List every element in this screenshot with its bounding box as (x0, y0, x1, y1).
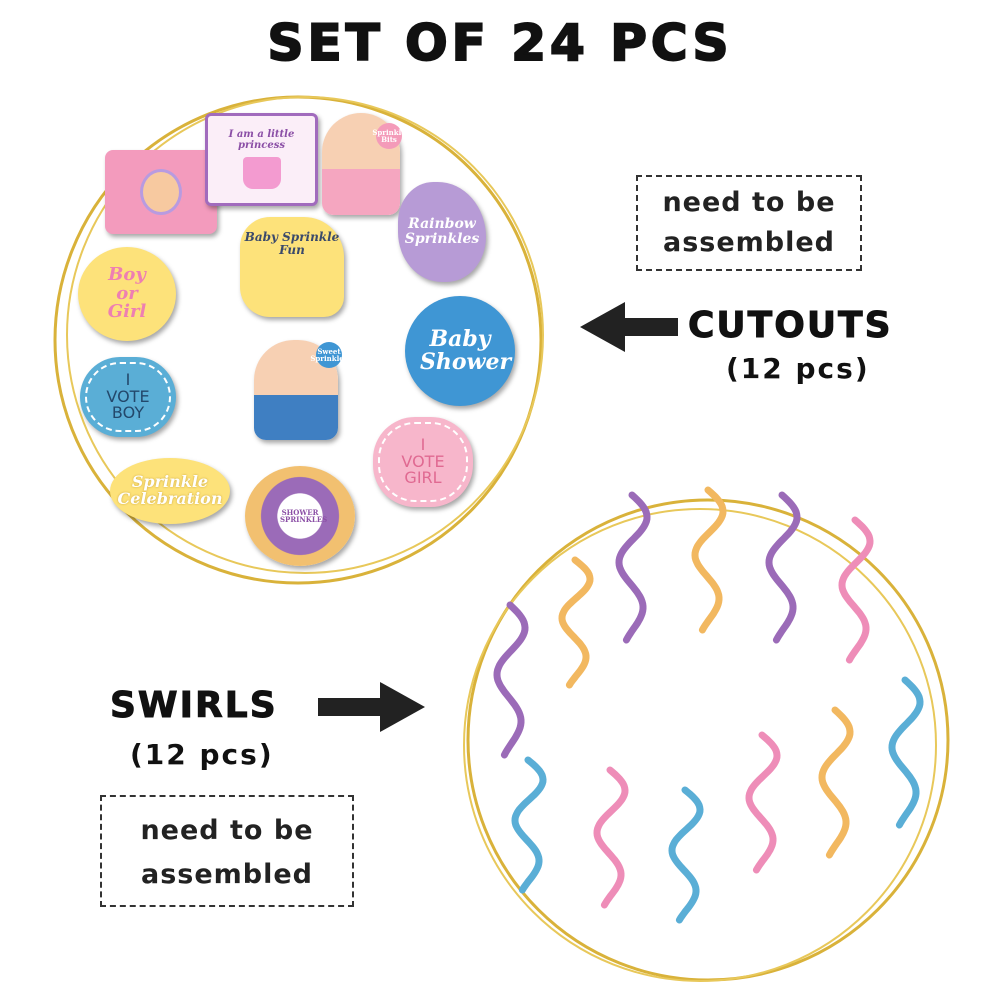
baby-shower-cutout: Baby Shower (405, 296, 515, 406)
rainbow-sprinkles-cutout: Rainbow Sprinkles (398, 182, 486, 282)
cutout-text: Baby Shower (420, 325, 512, 375)
swirl (838, 516, 874, 664)
swirls-assembly-note: need to be assembled (100, 795, 354, 907)
swirl (593, 766, 629, 909)
swirls-label: SWIRLS (110, 685, 278, 727)
sprinkle-celebration-cutout: Sprinkle Celebration (110, 458, 230, 524)
stroller-cutout (105, 150, 217, 234)
boy-cupcake-cutout: Sweet Sprinkles (254, 340, 348, 440)
shower-sprinkles-donut-cutout: SHOWER SPRINKLES (245, 466, 355, 566)
swirl (745, 731, 781, 874)
swirl (668, 786, 704, 924)
i-vote-boy-cutout: I VOTE BOY (80, 357, 176, 437)
note-line: assembled (140, 859, 314, 890)
arrow-left-icon (580, 302, 678, 352)
cutouts-assembly-note: need to be assembled (636, 175, 862, 271)
cutout-text: Boy or Girl (107, 263, 147, 323)
cutout-text: Sprinkle Celebration (117, 472, 223, 508)
baby-icon (140, 169, 182, 215)
note-line: assembled (662, 227, 836, 258)
page-title: SET OF 24 PCS (266, 13, 733, 73)
swirl (493, 601, 529, 759)
swirl (691, 486, 727, 634)
swirl (765, 491, 801, 644)
swirl (888, 676, 924, 829)
gold-ring (66, 96, 544, 574)
cutouts-label: CUTOUTS (688, 305, 893, 347)
baby-sprinkle-fun-cutout: Baby Sprinkle Fun (240, 217, 344, 317)
note-line: need to be (140, 815, 314, 846)
cutouts-count: (12 pcs) (726, 352, 870, 385)
swirl (511, 756, 547, 894)
cutout-text: I am a little princess (228, 129, 295, 151)
princess-cutout: I am a little princess (205, 113, 318, 206)
cutout-badge: Sweet Sprinkles (310, 342, 348, 368)
boy-or-girl-cutout: Boy or Girl (78, 247, 176, 341)
gold-ring (463, 508, 937, 982)
cutout-text: Baby Sprinkle Fun (244, 230, 340, 257)
cupcake-icon (242, 157, 281, 189)
swirl (615, 491, 651, 644)
swirls-group (493, 486, 924, 924)
cutout-text: SHOWER SPRINKLES (280, 507, 328, 524)
swirl (558, 556, 594, 689)
note-line: need to be (662, 187, 836, 218)
i-vote-girl-cutout: I VOTE GIRL (373, 417, 473, 507)
cutout-badge: Sprinkle Bits (372, 123, 406, 149)
cutout-text: I VOTE GIRL (401, 434, 445, 488)
arrow-right-icon (318, 682, 425, 732)
cutout-text: Rainbow Sprinkles (404, 216, 480, 247)
swirl (818, 706, 854, 859)
swirls-count: (12 pcs) (130, 738, 274, 771)
cutout-text: I VOTE BOY (106, 369, 150, 423)
girl-cupcake-cutout: Sprinkle Bits (322, 113, 406, 215)
